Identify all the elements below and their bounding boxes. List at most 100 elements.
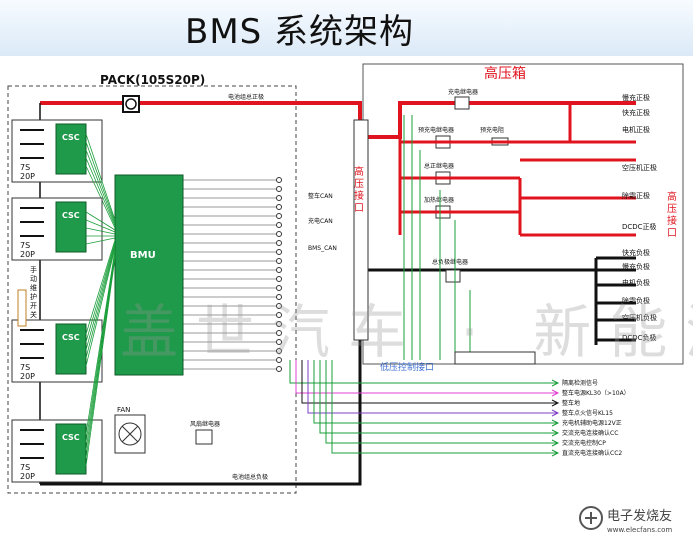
module-series: 7S xyxy=(20,163,30,172)
connector-pin xyxy=(276,258,282,264)
lv-port-label: 低压控制接口 xyxy=(380,361,434,373)
module-parallel: 20P xyxy=(20,472,35,481)
can2-label: 充电CAN xyxy=(308,217,333,225)
output-positive-label: 慢充正极 xyxy=(622,93,650,102)
hv-port-left-label: 高压接口 xyxy=(354,165,364,214)
hv-relays: 充电继电器 预充电继电器 预充电阻 总正继电器 加热继电器 总负极继电器 xyxy=(418,88,509,283)
signal-line xyxy=(289,360,558,384)
output-negative-label: 除霜负极 xyxy=(622,296,650,305)
connector-pin xyxy=(276,195,282,201)
connector-pin xyxy=(276,231,282,237)
relay-slow-label: 充电继电器 xyxy=(448,88,478,96)
signal-line xyxy=(325,360,558,444)
fan-relay-label: 风扇继电器 xyxy=(190,420,220,428)
hv-port-right-label: 高压接口 xyxy=(667,190,677,239)
bmu-block xyxy=(114,174,184,376)
signal-arrow xyxy=(551,429,560,437)
connector-pin xyxy=(276,330,282,336)
connector-pin xyxy=(276,339,282,345)
signal-label: 整车地 xyxy=(562,399,580,407)
main-pos-label: 电池组总正极 xyxy=(228,93,264,101)
logo-url: www.elecfans.com xyxy=(607,526,672,534)
relay-main-neg-label: 总负极继电器 xyxy=(432,258,468,266)
signal-arrow xyxy=(551,409,560,417)
signal-line xyxy=(301,360,558,404)
output-positive-label: 电机正极 xyxy=(622,125,650,134)
signal-arrow xyxy=(551,389,560,397)
manual-switch-label: 手动维护开关 xyxy=(30,265,37,319)
output-negative-label: 慢充负极 xyxy=(622,262,650,271)
connector-pin xyxy=(276,357,282,363)
signal-arrow xyxy=(551,449,560,457)
signal-arrow xyxy=(551,439,560,447)
relay-main-pos-label: 总正继电器 xyxy=(424,162,454,170)
csc-label: CSC xyxy=(62,333,80,342)
module-series: 7S xyxy=(20,241,30,250)
signal-label: 交流充电连接确认CC xyxy=(562,429,618,437)
csc-label: CSC xyxy=(62,133,80,142)
fan-icon xyxy=(118,422,142,446)
connector-pin xyxy=(276,240,282,246)
watermark: 盖世汽车 · 新能源 xyxy=(120,298,693,366)
relay-heat-label: 加热继电器 xyxy=(424,196,454,204)
output-negative-label: DCDC负极 xyxy=(622,333,657,342)
signal-line xyxy=(331,360,558,454)
connector-pin xyxy=(276,276,282,282)
hv-port-left-strip xyxy=(353,119,369,341)
connector-pin xyxy=(276,321,282,327)
connector-pin xyxy=(276,348,282,354)
csc-label: CSC xyxy=(62,211,80,220)
signal-arrow xyxy=(551,419,560,427)
signal-label: 充电机辅助电源12V正 xyxy=(562,419,622,427)
elecfans-logo: 电子发烧友 www.elecfans.com xyxy=(579,506,672,534)
module-parallel: 20P xyxy=(20,250,35,259)
hv-box-title: 高压箱 xyxy=(484,65,526,82)
connector-pin xyxy=(276,186,282,192)
module-series: 7S xyxy=(20,463,30,472)
connector-pin xyxy=(276,222,282,228)
csc-board xyxy=(55,201,87,253)
can1-label: 整车CAN xyxy=(308,192,333,200)
output-negative-label: 快充负极 xyxy=(622,248,650,257)
fan-label: FAN xyxy=(117,406,130,414)
module-parallel: 20P xyxy=(20,172,35,181)
main-neg-label: 电池组总负极 xyxy=(232,473,268,481)
pack-connector-column xyxy=(183,177,282,372)
page-title: BMS 系统架构 xyxy=(185,12,415,52)
signal-label: 整车电源KL30（>10A） xyxy=(562,389,630,397)
hv-negative-wiring xyxy=(594,256,636,345)
pre-res-label: 预充电阻 xyxy=(480,126,504,134)
bmu-label: BMU xyxy=(130,250,156,261)
connector-pin xyxy=(276,204,282,210)
signal-label: 隔离检测信号 xyxy=(562,379,598,387)
module-series: 7S xyxy=(20,363,30,372)
csc-board xyxy=(55,423,87,475)
pack-label: PACK(105S20P) xyxy=(100,73,205,87)
csc-label: CSC xyxy=(62,433,80,442)
connector-pin xyxy=(276,312,282,318)
connector-pin xyxy=(276,249,282,255)
connector-pin xyxy=(276,303,282,309)
signal-label: 直流充电连接确认CC2 xyxy=(562,449,622,457)
main-positive-bus xyxy=(40,101,636,139)
connector-pin xyxy=(276,213,282,219)
output-positive-label: 空压机正极 xyxy=(622,163,657,172)
signal-line xyxy=(319,360,558,434)
signal-label: 整车点火信号KL15 xyxy=(562,409,613,417)
manual-switch xyxy=(17,289,27,327)
fan-relay xyxy=(195,429,213,445)
output-negative-label: 电机负极 xyxy=(622,278,650,287)
csc-board xyxy=(55,323,87,375)
signal-line xyxy=(313,360,558,424)
signal-line xyxy=(295,360,558,394)
main-negative-bus xyxy=(40,268,636,486)
can3-label: BMS_CAN xyxy=(308,245,337,252)
logo-text: 电子发烧友 xyxy=(607,508,672,524)
csc-board xyxy=(55,123,87,175)
